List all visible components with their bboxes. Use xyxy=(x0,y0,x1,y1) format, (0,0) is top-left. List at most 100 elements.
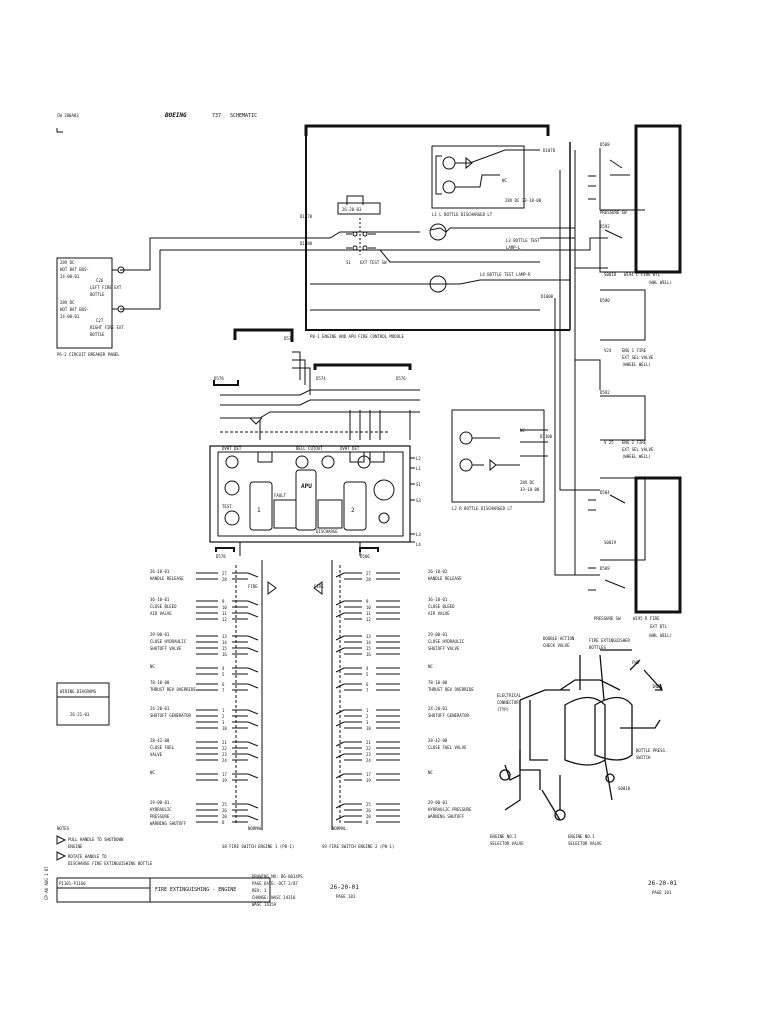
switch2-group-label: SHUTOFF GENERATOR xyxy=(428,713,470,718)
v25-label: V 25 xyxy=(604,440,614,445)
dc-bottom-label-1: 28V DC xyxy=(520,480,535,485)
test-label: TEST xyxy=(222,504,232,509)
switch-s1-id: S1 xyxy=(346,260,351,265)
switch1-pin-number: 16 xyxy=(222,652,227,657)
switch2-pin-number: 10 xyxy=(366,605,371,610)
switch2-group-ref: 29-00-01 xyxy=(428,800,448,805)
switch1-group-ref: 24-20-01 xyxy=(150,706,170,711)
d576-label: D576 xyxy=(284,336,294,341)
switch2-group-label: CLOSE HYDRAULIC xyxy=(428,639,465,644)
switch1-group-label: THRUST REV OVERRIDE xyxy=(150,687,196,692)
nc-label-top: NC xyxy=(502,178,507,183)
l4-label: L4 BOTTLE TEST LAMP-R xyxy=(480,272,531,277)
drawing-ref: CW 200A83 xyxy=(57,113,79,118)
v24-desc-3: (WHEEL WELL) xyxy=(622,362,651,367)
switch2-pin-number: 11 xyxy=(366,611,371,616)
info-line-4: CHANGE: WASC 14318 xyxy=(252,895,296,900)
switch1-pin-number: 1 xyxy=(222,708,225,713)
plug-l2: L2 xyxy=(416,456,421,461)
left-source-line-1: 28V DC xyxy=(60,260,75,265)
switch2-group-ref: 28-42-00 xyxy=(428,738,448,743)
switch1-group-ref: 29-00-01 xyxy=(150,800,170,805)
control-panel: OVHT DET OVHT DET BELL CUTOUT APU 1 2 FA… xyxy=(222,446,360,534)
switch2-pin-number: 8 xyxy=(366,820,369,825)
footer-ref: 26-20-01 xyxy=(648,880,677,887)
switch1-pin-number: 2 xyxy=(222,714,225,719)
connector-label-3: (TYP) xyxy=(497,707,509,712)
s8-fire-label: FIRE xyxy=(248,584,258,589)
d592-label: D592 xyxy=(600,224,610,229)
switch1-group-ref: NC xyxy=(150,770,155,775)
bottles-label-2: BOTTLES xyxy=(589,645,606,650)
switch1-pin-number: 19 xyxy=(222,778,227,783)
right-source-line-2: HOT BAT BUS- xyxy=(60,307,89,312)
switch2-group-ref: 26-10-02 xyxy=(428,569,448,574)
switch2-group-label: CLOSE FUEL VALVE xyxy=(428,745,467,750)
left-cb-id: C26 xyxy=(96,278,104,283)
left-source-line-3: 24-00-01 xyxy=(60,274,80,279)
switch2-group-ref: NC xyxy=(428,664,433,669)
switch1-pin-number: 27 xyxy=(222,571,227,576)
v24-label: V24 xyxy=(604,348,612,353)
switch2-pin-number: 26 xyxy=(366,808,371,813)
switch2-group-ref: 24-20-01 xyxy=(428,706,448,711)
switch1-pin-number: 24 xyxy=(222,758,227,763)
info-line-2: PAGE DATE: OCT 2/87 xyxy=(252,881,298,886)
switch1-group-ref: 29-00-01 xyxy=(150,632,170,637)
d1000-label: D1000 xyxy=(541,294,554,299)
switch1-group-label: WARNING SHUTOFF xyxy=(150,821,187,826)
switch1-pin-number: 6 xyxy=(222,682,225,687)
switch1-pin-number: 8 xyxy=(222,820,225,825)
switch2-pin-number: 24 xyxy=(366,758,371,763)
switch2-pin-lines xyxy=(335,572,400,823)
s9-normal-label: NORMAL xyxy=(332,826,347,831)
doc-type: SCHEMATIC xyxy=(230,113,257,119)
switch1-pin-number: 21 xyxy=(222,740,227,745)
w195-label: W195 R FIRE xyxy=(633,616,660,621)
title-block: P1101-P1160 FIRE EXTINGUISHING - ENGINE … xyxy=(44,866,359,907)
switch2-group-label: CLOSE BLEED xyxy=(428,604,455,609)
connector-label-2: CONNECTOR xyxy=(497,700,519,705)
brand-logo: BOEING xyxy=(164,112,187,119)
eng1-valve-label-1: ENGINE NO.1 xyxy=(568,834,595,839)
switch1-group-label: AIR VALVE xyxy=(150,611,172,616)
switch1-pin-number: 28 xyxy=(222,577,227,582)
right-cb-label: RIGHT FIRE EXT xyxy=(90,325,124,330)
d1078-label: D1078 xyxy=(543,148,556,153)
d584-label: D584 xyxy=(600,490,610,495)
d578b-label: D578 xyxy=(216,554,226,559)
switch1-group-label: SHUTOFF VALVE xyxy=(150,646,182,651)
switch2-pin-number: 5 xyxy=(366,672,369,677)
switch2-pin-number: 19 xyxy=(366,778,371,783)
d586-label: D586 xyxy=(360,554,370,559)
breaker-panel-title: P6-2 CIRCUIT BREAKER PANEL xyxy=(57,352,120,357)
switch1-contact xyxy=(247,815,259,821)
check-valve-label-1: DOUBLE-ACTION xyxy=(543,636,575,641)
v25-desc-2: EXT SEL VALVE xyxy=(622,447,654,452)
footer: 26-20-01 PAGE 101 xyxy=(648,880,677,895)
switch1-contact xyxy=(247,753,259,759)
d576b-label: D576 xyxy=(396,376,406,381)
switch2-group-ref: 78-10-00 xyxy=(428,680,448,685)
d590-label: D590 xyxy=(600,298,610,303)
fwd-label: FWD xyxy=(632,660,640,665)
eng1-handle: 1 xyxy=(257,507,261,514)
plug-l3: L3 xyxy=(416,532,421,537)
switch2-contact xyxy=(335,741,345,747)
switch2-pin-number: 20 xyxy=(366,814,371,819)
plug-refs: D578 D576 D574 D576 D578 D586 L2 L1 S1 S… xyxy=(214,336,421,559)
switch1-pin-number: 3 xyxy=(222,720,225,725)
ext-btl-label: EXT BTL xyxy=(650,624,667,629)
switch1-group-label: CLOSE BLEED xyxy=(150,604,177,609)
s8-caption: S8 FIRE SWITCH ENGINE 1 (P8-1) xyxy=(222,844,294,849)
eng2-valve-label-1: ENGINE NO.2 xyxy=(490,834,517,839)
footer-page: PAGE 101 xyxy=(652,890,672,895)
s9-caption: S9 FIRE SWITCH ENGINE 2 (P8-1) xyxy=(322,844,394,849)
bottles-right: D588 PRESSURE SW D592 S0018 W194 L FIRE … xyxy=(594,142,672,638)
ovht-det-label-2: OVHT DET xyxy=(340,446,360,451)
switch2-pin-number: 27 xyxy=(366,571,371,576)
switch2-pin-number: 1 xyxy=(366,708,369,713)
switch1-contact xyxy=(247,572,259,578)
title-block-ref: 26-20-01 xyxy=(330,884,359,891)
wiring-diagrams-box: WIRING DIAGRAMS 26-21-01 xyxy=(60,689,97,717)
